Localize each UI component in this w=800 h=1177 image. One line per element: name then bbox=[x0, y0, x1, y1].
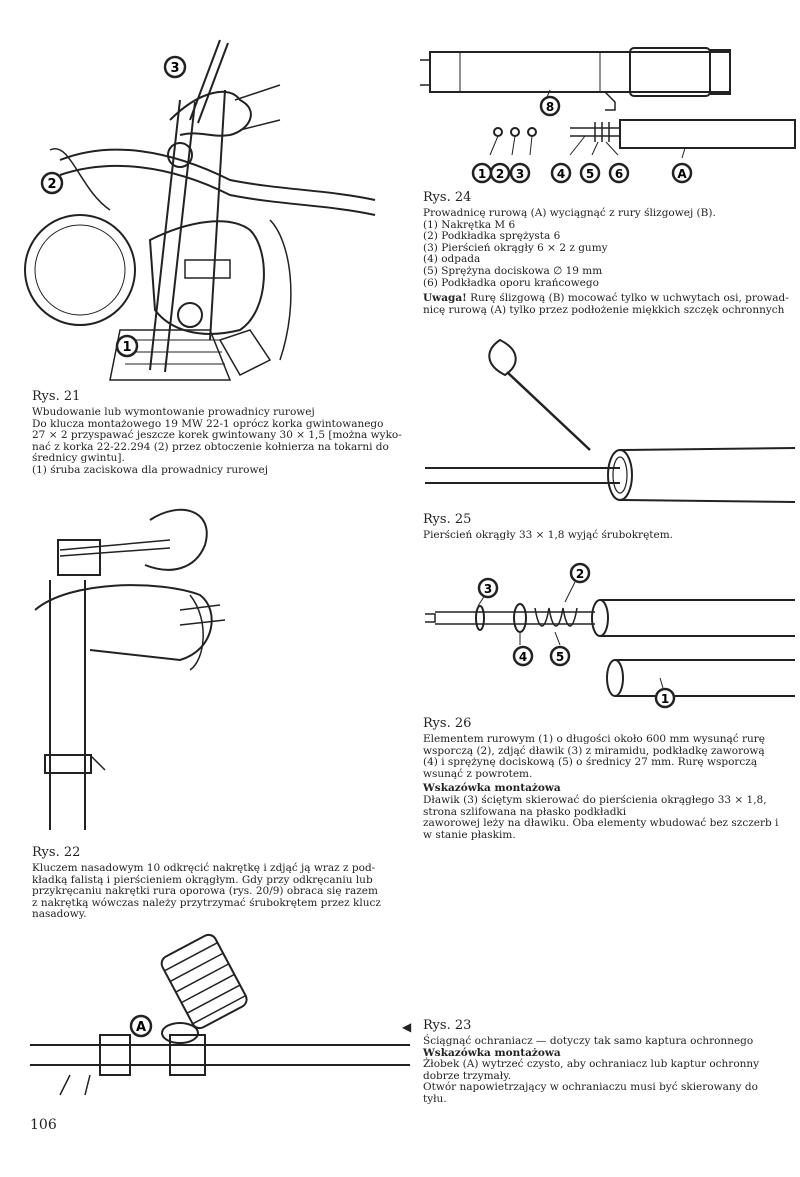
caption-line: nicę rurową (A) tylko przez podłożenie m… bbox=[423, 303, 785, 316]
caption-line: Prowadnicę rurową (A) wyciągnąć z rury ś… bbox=[423, 207, 716, 219]
figure-25-illustration bbox=[425, 338, 796, 503]
caption-line: Wbudowanie lub wymontowanie prowadnicy r… bbox=[32, 406, 315, 418]
svg-text:6: 6 bbox=[615, 167, 623, 181]
caption-line: (2) Podkładka sprężysta 6 bbox=[423, 230, 561, 243]
caption-line: (1) śruba zaciskowa dla prowadnicy rurow… bbox=[32, 463, 268, 476]
callout-6: 6 bbox=[608, 162, 630, 184]
caption-line: (4) odpada bbox=[423, 253, 481, 266]
caption-line: Otwór napowietrzający w ochraniaczu musi… bbox=[423, 1081, 758, 1094]
caption-line: 27 × 2 przyspawać jeszcze korek gwintowa… bbox=[32, 429, 402, 442]
svg-text:4: 4 bbox=[519, 650, 527, 664]
svg-text:5: 5 bbox=[556, 650, 564, 664]
svg-text:1: 1 bbox=[661, 692, 669, 706]
caption-heading: Wskazówka montażowa bbox=[423, 1046, 561, 1059]
svg-text:2: 2 bbox=[47, 177, 56, 192]
caption-line: Dławik (3) ściętym skierować do pierście… bbox=[423, 793, 767, 806]
caption-line: z nakrętką wówczas należy przytrzymać śr… bbox=[32, 896, 381, 909]
caption-line: nasadowy. bbox=[32, 908, 87, 921]
figure-23-illustration: A bbox=[30, 933, 410, 1096]
caption-line: Pierścień okrągły 33 × 1,8 wyjąć śrubokr… bbox=[423, 529, 674, 541]
callout-2: 2 bbox=[569, 562, 591, 584]
svg-text:2: 2 bbox=[576, 567, 584, 581]
caption-line: wsunąć z powrotem. bbox=[423, 767, 533, 780]
figure-23-title: Rys. 23 bbox=[423, 1018, 472, 1033]
svg-text:4: 4 bbox=[557, 167, 565, 181]
caption-line: średnicy gwintu]. bbox=[32, 452, 125, 465]
caption-note: Uwaga! Rurę ślizgową (B) mocować tylko w… bbox=[423, 292, 798, 305]
figure-22-title: Rys. 22 bbox=[32, 845, 81, 860]
caption-line: (1) Nakrętka M 6 bbox=[423, 218, 516, 231]
caption-line: kładką falistą i pierścieniem okrągłym. … bbox=[32, 873, 373, 886]
svg-text:1: 1 bbox=[478, 167, 486, 181]
caption-line: strona szlifowana na płasko podkładki bbox=[423, 805, 627, 818]
svg-text:2: 2 bbox=[496, 167, 504, 181]
caption-line: Żłobek (A) wytrzeć czysto, aby ochraniac… bbox=[423, 1058, 760, 1071]
caption-line: dobrze trzymały. bbox=[423, 1069, 512, 1082]
figure-26-caption: Rys. 26 Elementem rurowym (1) o długości… bbox=[423, 716, 798, 841]
svg-text:3: 3 bbox=[484, 582, 492, 596]
caption-line: w stanie płaskim. bbox=[423, 828, 516, 841]
callout-3: 3 bbox=[509, 162, 531, 184]
note-text: Rurę ślizgową (B) mocować tylko w uchwyt… bbox=[466, 292, 789, 305]
figure-25-caption: Rys. 25 Pierścień okrągły 33 × 1,8 wyjąć… bbox=[423, 512, 798, 542]
callout-1: 1 bbox=[654, 687, 676, 709]
caption-line: Kluczem nasadowym 10 odkręcić nakrętkę i… bbox=[32, 862, 376, 874]
caption-line: przykręcaniu nakrętki rura oporowa (rys.… bbox=[32, 885, 378, 898]
svg-text:8: 8 bbox=[546, 100, 554, 114]
svg-text:5: 5 bbox=[586, 167, 594, 181]
caption-line: Do klucza montażowego 19 MW 22-1 oprócz … bbox=[32, 417, 384, 430]
callout-1: 1 bbox=[471, 162, 493, 184]
caption-heading: Wskazówka montażowa bbox=[423, 782, 561, 795]
figure-23-caption: Rys. 23 Ściągnąć ochraniacz — dotyczy ta… bbox=[423, 1018, 795, 1106]
caption-line: (5) Sprężyna dociskowa ∅ 19 mm bbox=[423, 264, 603, 277]
caption-line: (3) Pierścień okrągły 6 × 2 z gumy bbox=[423, 241, 608, 254]
callout-3: 3 bbox=[477, 577, 499, 599]
callout-5: 5 bbox=[579, 162, 601, 184]
caption-line: zaworowej leży na dławiku. Oba elementy … bbox=[423, 817, 779, 830]
callout-4: 4 bbox=[512, 645, 534, 667]
figure-26-title: Rys. 26 bbox=[423, 716, 472, 731]
figure-24-title: Rys. 24 bbox=[423, 190, 472, 205]
caption-line: tyłu. bbox=[423, 1092, 447, 1105]
caption-line: Elementem rurowym (1) o długości około 6… bbox=[423, 733, 766, 745]
figure-21-caption: Rys. 21 Wbudowanie lub wymontowanie prow… bbox=[32, 389, 404, 477]
caption-line: (4) i sprężynę dociskową (5) o średnicy … bbox=[423, 756, 758, 769]
page-reference-arrow: ◀ bbox=[402, 1020, 412, 1034]
callout-4: 4 bbox=[550, 162, 572, 184]
note-label: Uwaga! bbox=[423, 292, 467, 305]
figure-24-caption: Rys. 24 Prowadnicę rurową (A) wyciągnąć … bbox=[423, 190, 798, 316]
caption-line: wsporczą (2), zdjąć dławik (3) z miramid… bbox=[423, 744, 765, 757]
callout-A: A bbox=[129, 1014, 153, 1038]
callout-A: A bbox=[671, 162, 693, 184]
figure-26-illustration: 3 2 4 5 1 bbox=[425, 562, 795, 709]
figure-21-illustration: 3 2 1 bbox=[24, 39, 376, 381]
caption-line: nać z korka 22-22.294 (2) przez obtoczen… bbox=[32, 440, 389, 453]
callout-2: 2 bbox=[489, 162, 511, 184]
caption-line: Ściągnąć ochraniacz — dotyczy tak samo k… bbox=[423, 1035, 754, 1047]
figure-22-caption: Rys. 22 Kluczem nasadowym 10 odkręcić na… bbox=[32, 845, 404, 921]
svg-text:A: A bbox=[136, 1020, 146, 1035]
figure-24-illustration: 8 1 2 3 4 5 6 A bbox=[420, 47, 796, 184]
svg-text:A: A bbox=[677, 167, 687, 181]
svg-text:3: 3 bbox=[516, 167, 524, 181]
page-number: 106 bbox=[30, 1117, 57, 1133]
svg-text:1: 1 bbox=[122, 340, 131, 355]
callout-2: 2 bbox=[40, 171, 64, 195]
callout-8: 8 bbox=[539, 95, 561, 117]
svg-text:3: 3 bbox=[170, 61, 179, 76]
callout-3: 3 bbox=[163, 55, 187, 79]
figure-25-title: Rys. 25 bbox=[423, 512, 472, 527]
caption-line: (6) Podkładka oporu krańcowego bbox=[423, 276, 599, 289]
figure-21-title: Rys. 21 bbox=[32, 389, 81, 404]
figure-22-illustration bbox=[34, 508, 226, 830]
callout-1: 1 bbox=[115, 334, 139, 358]
callout-5: 5 bbox=[549, 645, 571, 667]
